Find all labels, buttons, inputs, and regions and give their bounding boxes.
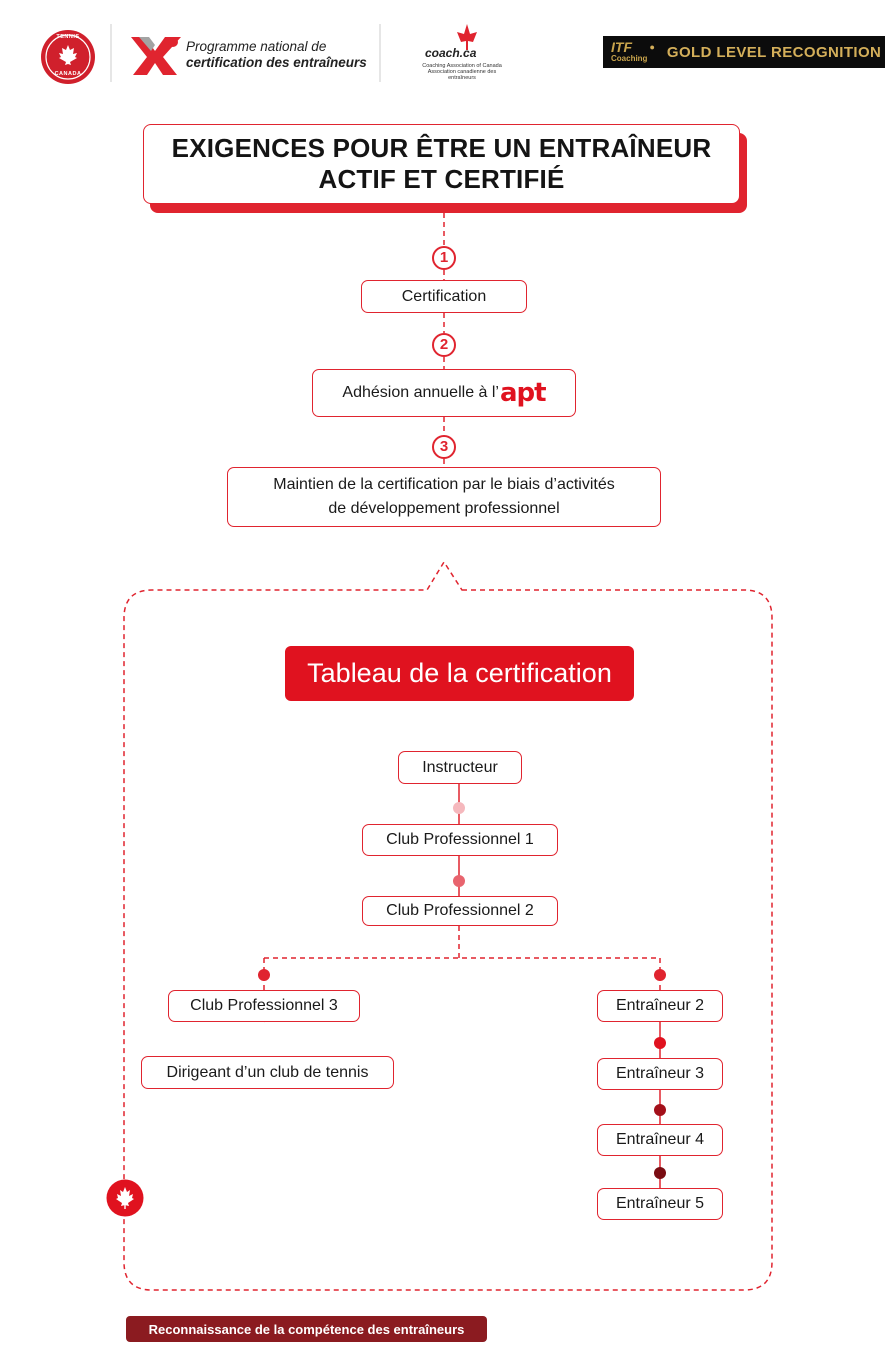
pnce-line1: Programme national de — [186, 39, 327, 54]
step-number-3: 3 — [432, 435, 456, 459]
step-apt-membership: Adhésion annuelle à l’apt — [312, 369, 576, 417]
node-entraineur-5: Entraîneur 5 — [597, 1188, 723, 1220]
apt-logo: apt — [499, 378, 547, 408]
level-dot — [453, 802, 465, 814]
level-dot — [258, 969, 270, 981]
step-number-2: 2 — [432, 333, 456, 357]
level-dot — [453, 875, 465, 887]
node-club-pro-2: Club Professionnel 2 — [362, 896, 558, 926]
step-certification: Certification — [361, 280, 527, 313]
pnce-logo-icon — [131, 37, 181, 75]
itf-gold-badge: ITF Coaching ● GOLD LEVEL RECOGNITION — [603, 36, 885, 68]
registered-icon: ● — [649, 42, 655, 52]
coach-subtitle: Coaching Association of Canada Associati… — [422, 63, 502, 81]
maintenance-line1: Maintien de la certification par le biai… — [273, 476, 615, 493]
maple-leaf-icon — [106, 1179, 144, 1217]
coach-logo-text: coach.ca — [425, 46, 477, 60]
node-dirigeant: Dirigeant d’un club de tennis — [141, 1056, 394, 1089]
step-maintenance: Maintien de la certification par le biai… — [227, 467, 661, 527]
tableau-title: Tableau de la certification — [285, 646, 634, 701]
pnce-line2: certification des entraîneurs — [186, 55, 367, 70]
title-line1: EXIGENCES POUR ÊTRE UN ENTRAÎNEUR — [171, 133, 712, 163]
node-club-pro-1: Club Professionnel 1 — [362, 824, 558, 856]
level-dot — [654, 969, 666, 981]
title-line2: ACTIF ET CERTIFIÉ — [318, 164, 565, 194]
tennis-canada-bottom-text: CANADA — [54, 71, 82, 77]
node-entraineur-4: Entraîneur 4 — [597, 1124, 723, 1156]
itf-mark: ITF Coaching — [611, 39, 648, 63]
node-instructeur: Instructeur — [398, 751, 522, 784]
apt-membership-label: Adhésion annuelle à l’ — [342, 384, 499, 401]
tennis-canada-top-text: TENNIS — [56, 34, 80, 40]
coach-maple-icon — [457, 24, 477, 50]
node-entraineur-3: Entraîneur 3 — [597, 1058, 723, 1090]
level-dot — [654, 1167, 666, 1179]
maintenance-line2: de développement professionnel — [328, 500, 560, 517]
footer-badge: Reconnaissance de la compétence des entr… — [126, 1316, 487, 1342]
itf-gold-text: GOLD LEVEL RECOGNITION — [666, 43, 882, 61]
node-club-pro-3: Club Professionnel 3 — [168, 990, 360, 1022]
step-number-1: 1 — [432, 246, 456, 270]
level-dot — [654, 1037, 666, 1049]
level-dot — [654, 1104, 666, 1116]
requirements-title: EXIGENCES POUR ÊTRE UN ENTRAÎNEUR ACTIF … — [143, 124, 740, 204]
tennis-canada-logo — [41, 30, 95, 84]
pnce-text: Programme national de certification des … — [186, 39, 367, 71]
node-entraineur-2: Entraîneur 2 — [597, 990, 723, 1022]
